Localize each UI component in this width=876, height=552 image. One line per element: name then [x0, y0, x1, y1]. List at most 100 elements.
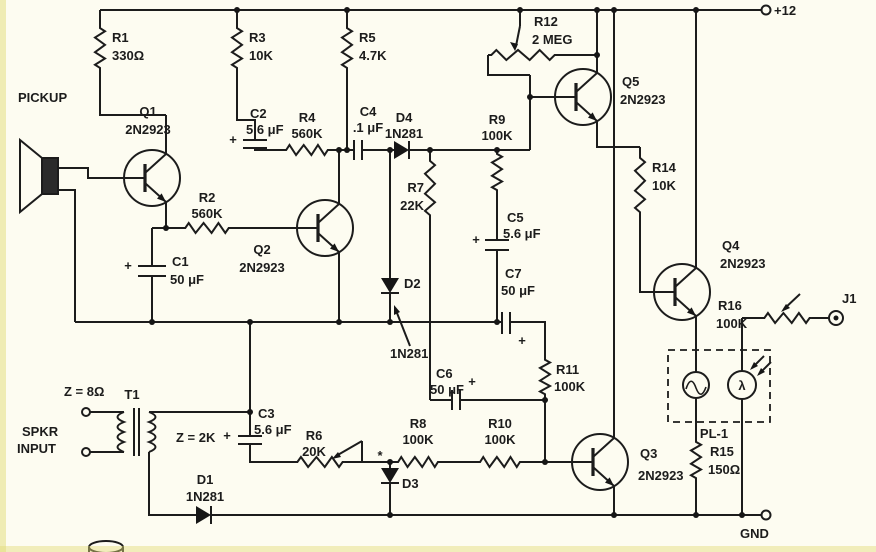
capacitor-c4: [353, 140, 363, 160]
wires-input-stage: [58, 150, 340, 322]
resistor-r1: [93, 24, 107, 72]
pl1-dashed-box: [667, 349, 771, 423]
c5-ref: C5: [507, 210, 524, 225]
diode-d2: [380, 277, 400, 294]
resistor-r15: [690, 439, 702, 481]
r16-wiper-arrowhead: [781, 304, 790, 312]
wires-power-rail: [99, 9, 762, 438]
resistor-r5: [340, 24, 354, 72]
cap acitor-c5: [485, 239, 509, 251]
c7-value: 50 μF: [501, 283, 535, 298]
resistor-r4: [282, 143, 332, 157]
resistor-r10: [476, 455, 524, 469]
wires-mid-row: [75, 148, 546, 462]
photocell-symbol: [727, 370, 757, 400]
pickup-cone: [19, 137, 43, 215]
q3-ref: Q3: [640, 446, 657, 461]
wire-layer: [58, 9, 829, 516]
r3-value: 10K: [249, 48, 273, 63]
capacitor-c7: [501, 312, 511, 334]
r16-value: 100K: [716, 316, 748, 331]
t1-primary-winding: [116, 411, 127, 453]
c5-plus: +: [472, 232, 480, 247]
z-primary-label: Z = 8Ω: [64, 384, 104, 399]
c7-ref: C7: [505, 266, 522, 281]
jack-j1: [828, 310, 844, 326]
q5-ref: Q5: [622, 74, 639, 89]
light-arrowhead-1: [750, 362, 758, 370]
diode-d3: [380, 467, 400, 484]
light-arrowhead-2: [757, 368, 765, 376]
capacitor-c2: [243, 139, 267, 149]
z-secondary-label: Z = 2K: [176, 430, 216, 445]
c7-plus: +: [518, 333, 526, 348]
r12-wiper-arrowhead: [510, 42, 518, 51]
transistor-q2: [295, 198, 355, 258]
r11-ref: R11: [556, 362, 579, 377]
r4-value: 560K: [291, 126, 323, 141]
c3-value: 5.6 μF: [254, 422, 292, 437]
d2-annotation: 1N281: [390, 346, 428, 361]
pickup-magnet: [41, 157, 59, 195]
capacitor-c6: [451, 390, 461, 410]
photocell-lambda: λ: [738, 378, 746, 393]
c6-ref: C6: [436, 366, 453, 381]
c6-plus: +: [468, 374, 476, 389]
r6-value: 20K: [302, 444, 326, 459]
t1-secondary-winding: [146, 411, 157, 453]
resistor-r11: [539, 357, 551, 398]
transistor-q5: [553, 67, 613, 127]
c5-value: 5.6 μF: [503, 226, 541, 241]
r15-ref: R15: [710, 444, 734, 459]
r14-ref: R14: [652, 160, 677, 175]
jack-j1-tip: [833, 315, 839, 321]
resistor-r16-pot: [760, 311, 814, 325]
c4-value: .1 μF: [353, 120, 383, 135]
r2-ref: R2: [199, 190, 216, 205]
r7-value: 22K: [400, 198, 424, 213]
diode-d1: [195, 505, 212, 525]
r10-value: 100K: [484, 432, 516, 447]
q4-part: 2N2923: [720, 256, 766, 271]
spkr-input-terminal-top: [81, 407, 91, 417]
r11-value: 100K: [554, 379, 586, 394]
c2-value: 5.6 μF: [246, 122, 284, 137]
d2-ref: D2: [404, 276, 421, 291]
gnd-label: GND: [740, 526, 769, 541]
r10-ref: R10: [488, 416, 512, 431]
labels-layer: +12 GND PICKUP SPKR INPUT Z = 8Ω Z = 2K …: [17, 3, 856, 541]
lamp-filament: [685, 380, 707, 396]
resistor-r12-pot: [486, 48, 560, 62]
r6-ref: R6: [306, 428, 323, 443]
c2-plus: +: [229, 132, 237, 147]
c3-plus: +: [223, 428, 231, 443]
diode-d4: [393, 140, 410, 160]
transistor-q1: [122, 148, 182, 208]
capacitor-c3: [238, 435, 262, 445]
stray-doodle: [88, 540, 124, 552]
c4-ref: C4: [360, 104, 377, 119]
resistor-r2: [181, 221, 233, 235]
wires-bottom-row: [90, 322, 762, 516]
c6-value: 50 μF: [430, 382, 464, 397]
r1-value: 330Ω: [112, 48, 144, 63]
r2-value: 560K: [191, 206, 223, 221]
d1-ref: D1: [197, 472, 214, 487]
resistor-r8: [394, 455, 442, 469]
transistor-q3: [570, 432, 630, 492]
r12-value: 2 MEG: [532, 32, 572, 47]
t1-core: [133, 408, 140, 456]
lamp-symbol: [682, 371, 710, 399]
transformer-t1: [116, 408, 157, 456]
q5-part: 2N2923: [620, 92, 666, 107]
vplus-label: +12: [774, 3, 796, 18]
spkr-label-line1: SPKR: [22, 424, 59, 439]
junction-dots: [149, 7, 745, 518]
d1-value: 1N281: [186, 489, 224, 504]
c2-ref: C2: [250, 106, 267, 121]
r3-ref: R3: [249, 30, 266, 45]
r12-ref: R12: [534, 14, 558, 29]
r4-ref: R4: [299, 110, 316, 125]
transistor-q4: [652, 262, 712, 322]
